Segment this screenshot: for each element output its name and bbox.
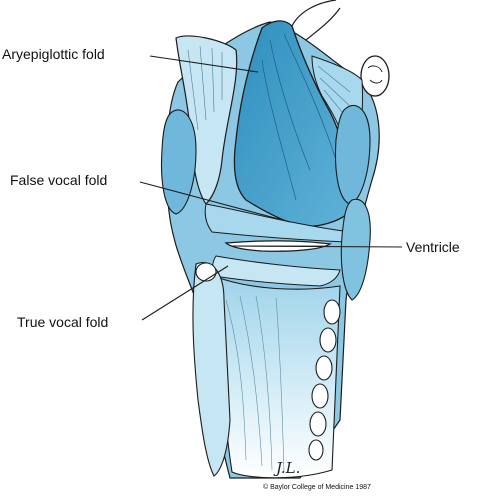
- artist-signature: J.L.: [276, 459, 301, 477]
- copyright-notice: © Baylor College of Medicine 1987: [263, 484, 371, 491]
- leader-line-false-vocal-fold: [139, 181, 291, 223]
- label-aryepiglottic-fold: Aryepiglottic fold: [2, 46, 105, 62]
- label-ventricle: Ventricle: [406, 239, 460, 255]
- label-true-vocal-fold: True vocal fold: [17, 314, 109, 330]
- label-false-vocal-fold: False vocal fold: [10, 172, 108, 188]
- leader-line-aryepiglottic: [149, 55, 259, 73]
- right-vertical-band: [340, 198, 371, 301]
- tracheal-ring: [309, 411, 327, 437]
- leader-line-true-vocal-fold: [141, 265, 229, 321]
- tracheal-ring: [308, 439, 324, 461]
- tracheal-ring: [311, 383, 329, 409]
- tracheal-ring: [315, 355, 333, 381]
- right-corniculate-cartilage: [360, 55, 390, 97]
- leader-line-ventricle: [229, 245, 403, 248]
- left-lower-cartilage: [192, 262, 231, 477]
- tracheal-ring: [319, 327, 337, 353]
- upper-contour: [291, 0, 341, 41]
- left-outer-lobe: [161, 109, 197, 215]
- tracheal-ring: [323, 299, 341, 325]
